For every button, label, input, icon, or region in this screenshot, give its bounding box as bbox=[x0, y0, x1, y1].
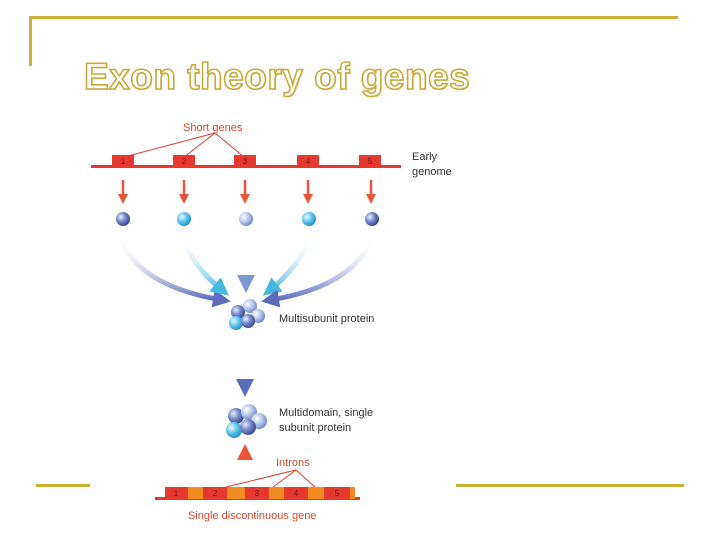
discontinuous-gene-bar: 1 2 3 4 5 bbox=[155, 487, 360, 500]
early-gene-2-number: 2 bbox=[182, 157, 187, 166]
early-gene-1-number: 1 bbox=[121, 157, 126, 166]
protein-subunit-2 bbox=[177, 212, 191, 226]
early-gene-4 bbox=[297, 155, 319, 167]
early-gene-3 bbox=[234, 155, 256, 167]
single-discontinuous-gene-label: Single discontinuous gene bbox=[188, 510, 316, 522]
exon-1-number: 1 bbox=[174, 489, 179, 498]
assembly-arrow-1 bbox=[117, 237, 231, 308]
multidomain-label-line2: subunit protein bbox=[279, 422, 351, 434]
exon-5-number: 5 bbox=[335, 489, 340, 498]
early-genome-bar: 1 2 3 4 5 bbox=[91, 155, 401, 168]
exon-4 bbox=[284, 487, 308, 499]
protein-subunit-5 bbox=[365, 212, 379, 226]
protein-subunit-1 bbox=[116, 212, 130, 226]
early-gene-5 bbox=[359, 155, 381, 167]
exon-1 bbox=[165, 487, 188, 499]
early-gene-2 bbox=[173, 155, 195, 167]
protein-subunit-3 bbox=[239, 212, 253, 226]
exon-3 bbox=[245, 487, 269, 499]
assembly-arrow-5 bbox=[261, 237, 375, 308]
introns-label: Introns bbox=[276, 457, 310, 469]
assembly-arrow-2 bbox=[179, 237, 230, 296]
early-gene-3-number: 3 bbox=[243, 157, 248, 166]
multisubunit-protein bbox=[229, 299, 265, 330]
frame-left-line bbox=[29, 16, 32, 66]
early-genome-label-line2: genome bbox=[412, 166, 452, 178]
translation-arrows bbox=[118, 180, 376, 204]
frame-top-line bbox=[31, 16, 678, 19]
frame-bottom-right-line bbox=[456, 484, 684, 487]
exon-2 bbox=[203, 487, 227, 499]
early-gene-4-number: 4 bbox=[306, 157, 311, 166]
introns-bracket bbox=[225, 469, 316, 488]
exon-2-number: 2 bbox=[213, 489, 218, 498]
short-genes-label: Short genes bbox=[183, 122, 243, 134]
slide-title: Exon theory of genes bbox=[83, 55, 471, 98]
early-gene-5-number: 5 bbox=[368, 157, 373, 166]
early-gene-1 bbox=[112, 155, 134, 167]
early-genome-label-line1: Early bbox=[412, 151, 438, 163]
multidomain-label-line1: Multidomain, single bbox=[279, 407, 373, 419]
multisubunit-protein-label: Multisubunit protein bbox=[279, 313, 374, 325]
exon-5 bbox=[324, 487, 350, 499]
short-genes-bracket bbox=[123, 132, 245, 158]
multidomain-protein bbox=[226, 404, 267, 438]
assembly-arrows bbox=[117, 237, 375, 308]
exon-4-number: 4 bbox=[294, 489, 299, 498]
frame-bottom-left-line bbox=[36, 484, 90, 487]
assembly-arrow-4 bbox=[262, 237, 313, 296]
single-subunit-proteins bbox=[116, 212, 379, 226]
exon-3-number: 3 bbox=[255, 489, 260, 498]
protein-subunit-4 bbox=[302, 212, 316, 226]
